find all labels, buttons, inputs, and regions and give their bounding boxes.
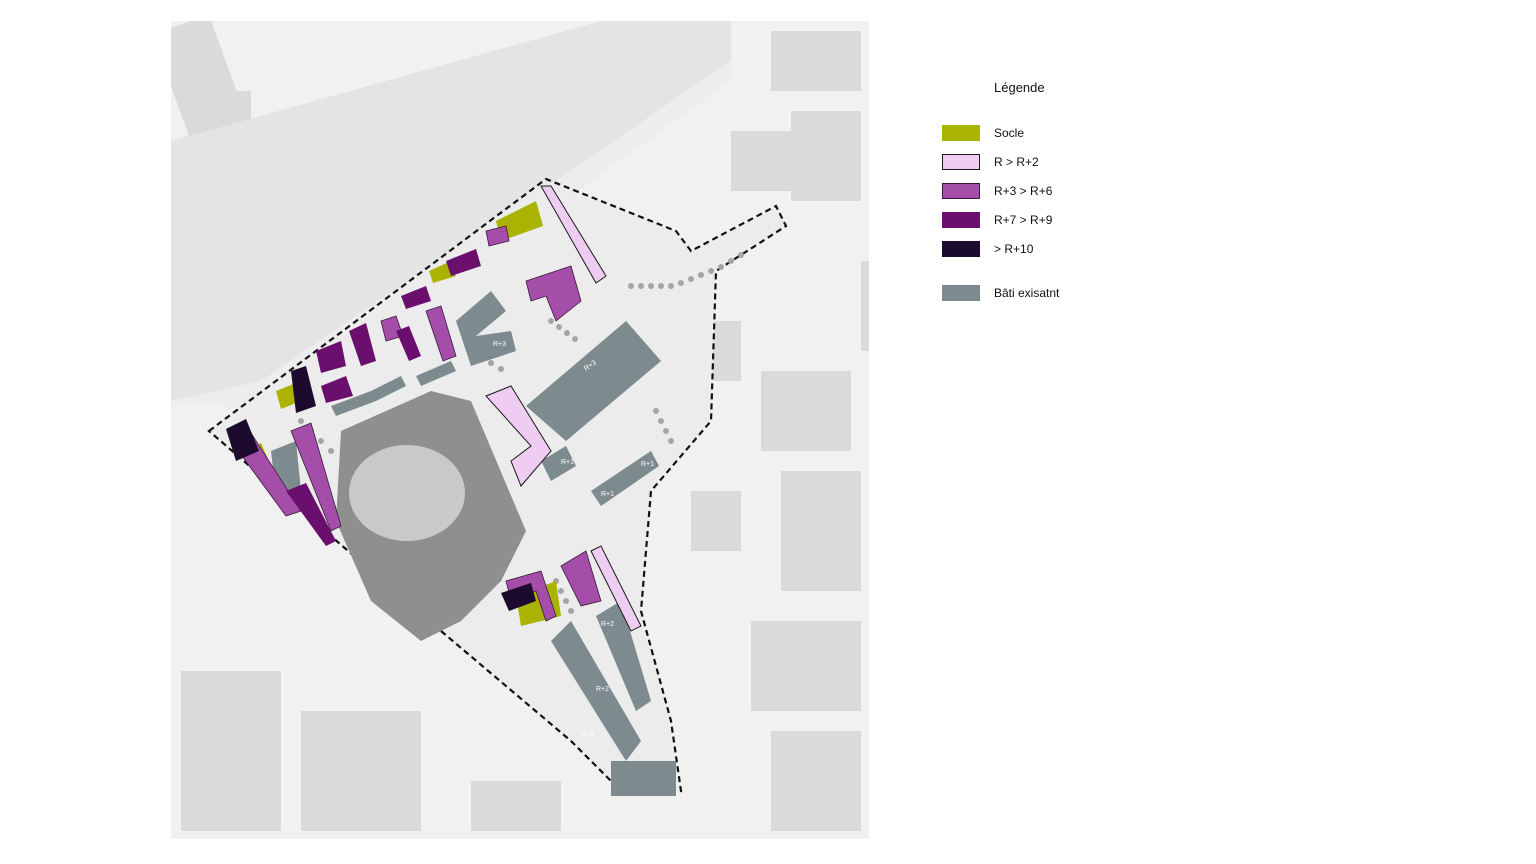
existing-building-r3 (456, 291, 516, 366)
existing-building-r1-b (591, 451, 659, 506)
map-canvas: R+3 R+3 R+1 R+1 R+1 R+2 R+2 R+3 (171, 21, 869, 831)
legend-title: Légende (994, 80, 1045, 95)
background-blocks (171, 21, 869, 831)
label-r2-a: R+2 (596, 686, 609, 693)
r10-b (226, 419, 259, 461)
legend-label-r3-r6: R+3 > R+6 (994, 184, 1053, 198)
existing-building-r2 (551, 621, 641, 761)
legend-label-r7-r9: R+7 > R+9 (994, 213, 1053, 227)
legend-item-socle: Socle (942, 124, 1024, 142)
legend-label-r-r2: R > R+2 (994, 155, 1039, 169)
existing-building-r2-b (596, 601, 651, 711)
r10-a (291, 366, 316, 413)
legend-swatch-r7-r9 (942, 212, 980, 228)
legend-label-r10: > R+10 (994, 242, 1034, 256)
r7-r9-e (321, 376, 353, 403)
park-pond (349, 445, 465, 541)
r7-r9-f (286, 483, 336, 546)
legend-swatch-existing (942, 285, 980, 301)
legend-swatch-socle (942, 125, 980, 141)
building-r-r2-east (590, 545, 642, 632)
label-r2-b: R+2 (601, 621, 614, 628)
legend-swatch-r3-r6 (942, 183, 980, 199)
r7-r9-c (349, 323, 376, 366)
label-r3-south: R+3 (581, 731, 594, 738)
label-r1-c: R+1 (641, 461, 654, 468)
site-plan-map: R+3 R+3 R+1 R+1 R+1 R+2 R+2 R+3 (171, 21, 869, 839)
existing-building-strip-b (416, 361, 456, 386)
r3-r6-e (560, 550, 602, 607)
legend-swatch-r10 (942, 241, 980, 257)
r7-r9-d (396, 326, 421, 361)
legend-item-existing: Bâti exisatnt (942, 284, 1059, 302)
label-r1-b: R+1 (601, 491, 614, 498)
legend-item-r-r2: R > R+2 (942, 153, 1039, 171)
r7-r9-a (446, 249, 481, 276)
legend-label-socle: Socle (994, 126, 1025, 140)
buildings-r10 (226, 366, 536, 611)
r3-r6-g (425, 305, 457, 362)
building-r-r2-north (540, 185, 607, 284)
buildings-r7-r9 (286, 249, 481, 546)
r3-r6-b (525, 265, 582, 322)
label-r1-a: R+1 (561, 459, 574, 466)
label-r3-building: R+3 (493, 341, 506, 348)
existing-buildings (271, 291, 676, 796)
socle-a (496, 201, 543, 241)
buildings-r-r2 (485, 185, 642, 632)
existing-building-south (611, 761, 676, 796)
r7-r9-b (316, 341, 346, 373)
r7-r9-g (401, 286, 431, 309)
legend-item-r10: > R+10 (942, 240, 1033, 258)
existing-building-strip (331, 376, 406, 416)
building-r-r2-central (485, 385, 552, 487)
legend-swatch-r-r2 (942, 154, 980, 170)
legend-item-r7-r9: R+7 > R+9 (942, 211, 1052, 229)
r3-r6-c (290, 422, 342, 532)
r3-r6-a (485, 225, 510, 247)
existing-building-r1-a (541, 446, 576, 481)
r10-c (501, 583, 536, 611)
legend-item-r3-r6: R+3 > R+6 (942, 182, 1052, 200)
legend-label-existing: Bâti exisatnt (994, 286, 1060, 300)
river (171, 21, 731, 401)
existing-building-large (526, 321, 661, 441)
